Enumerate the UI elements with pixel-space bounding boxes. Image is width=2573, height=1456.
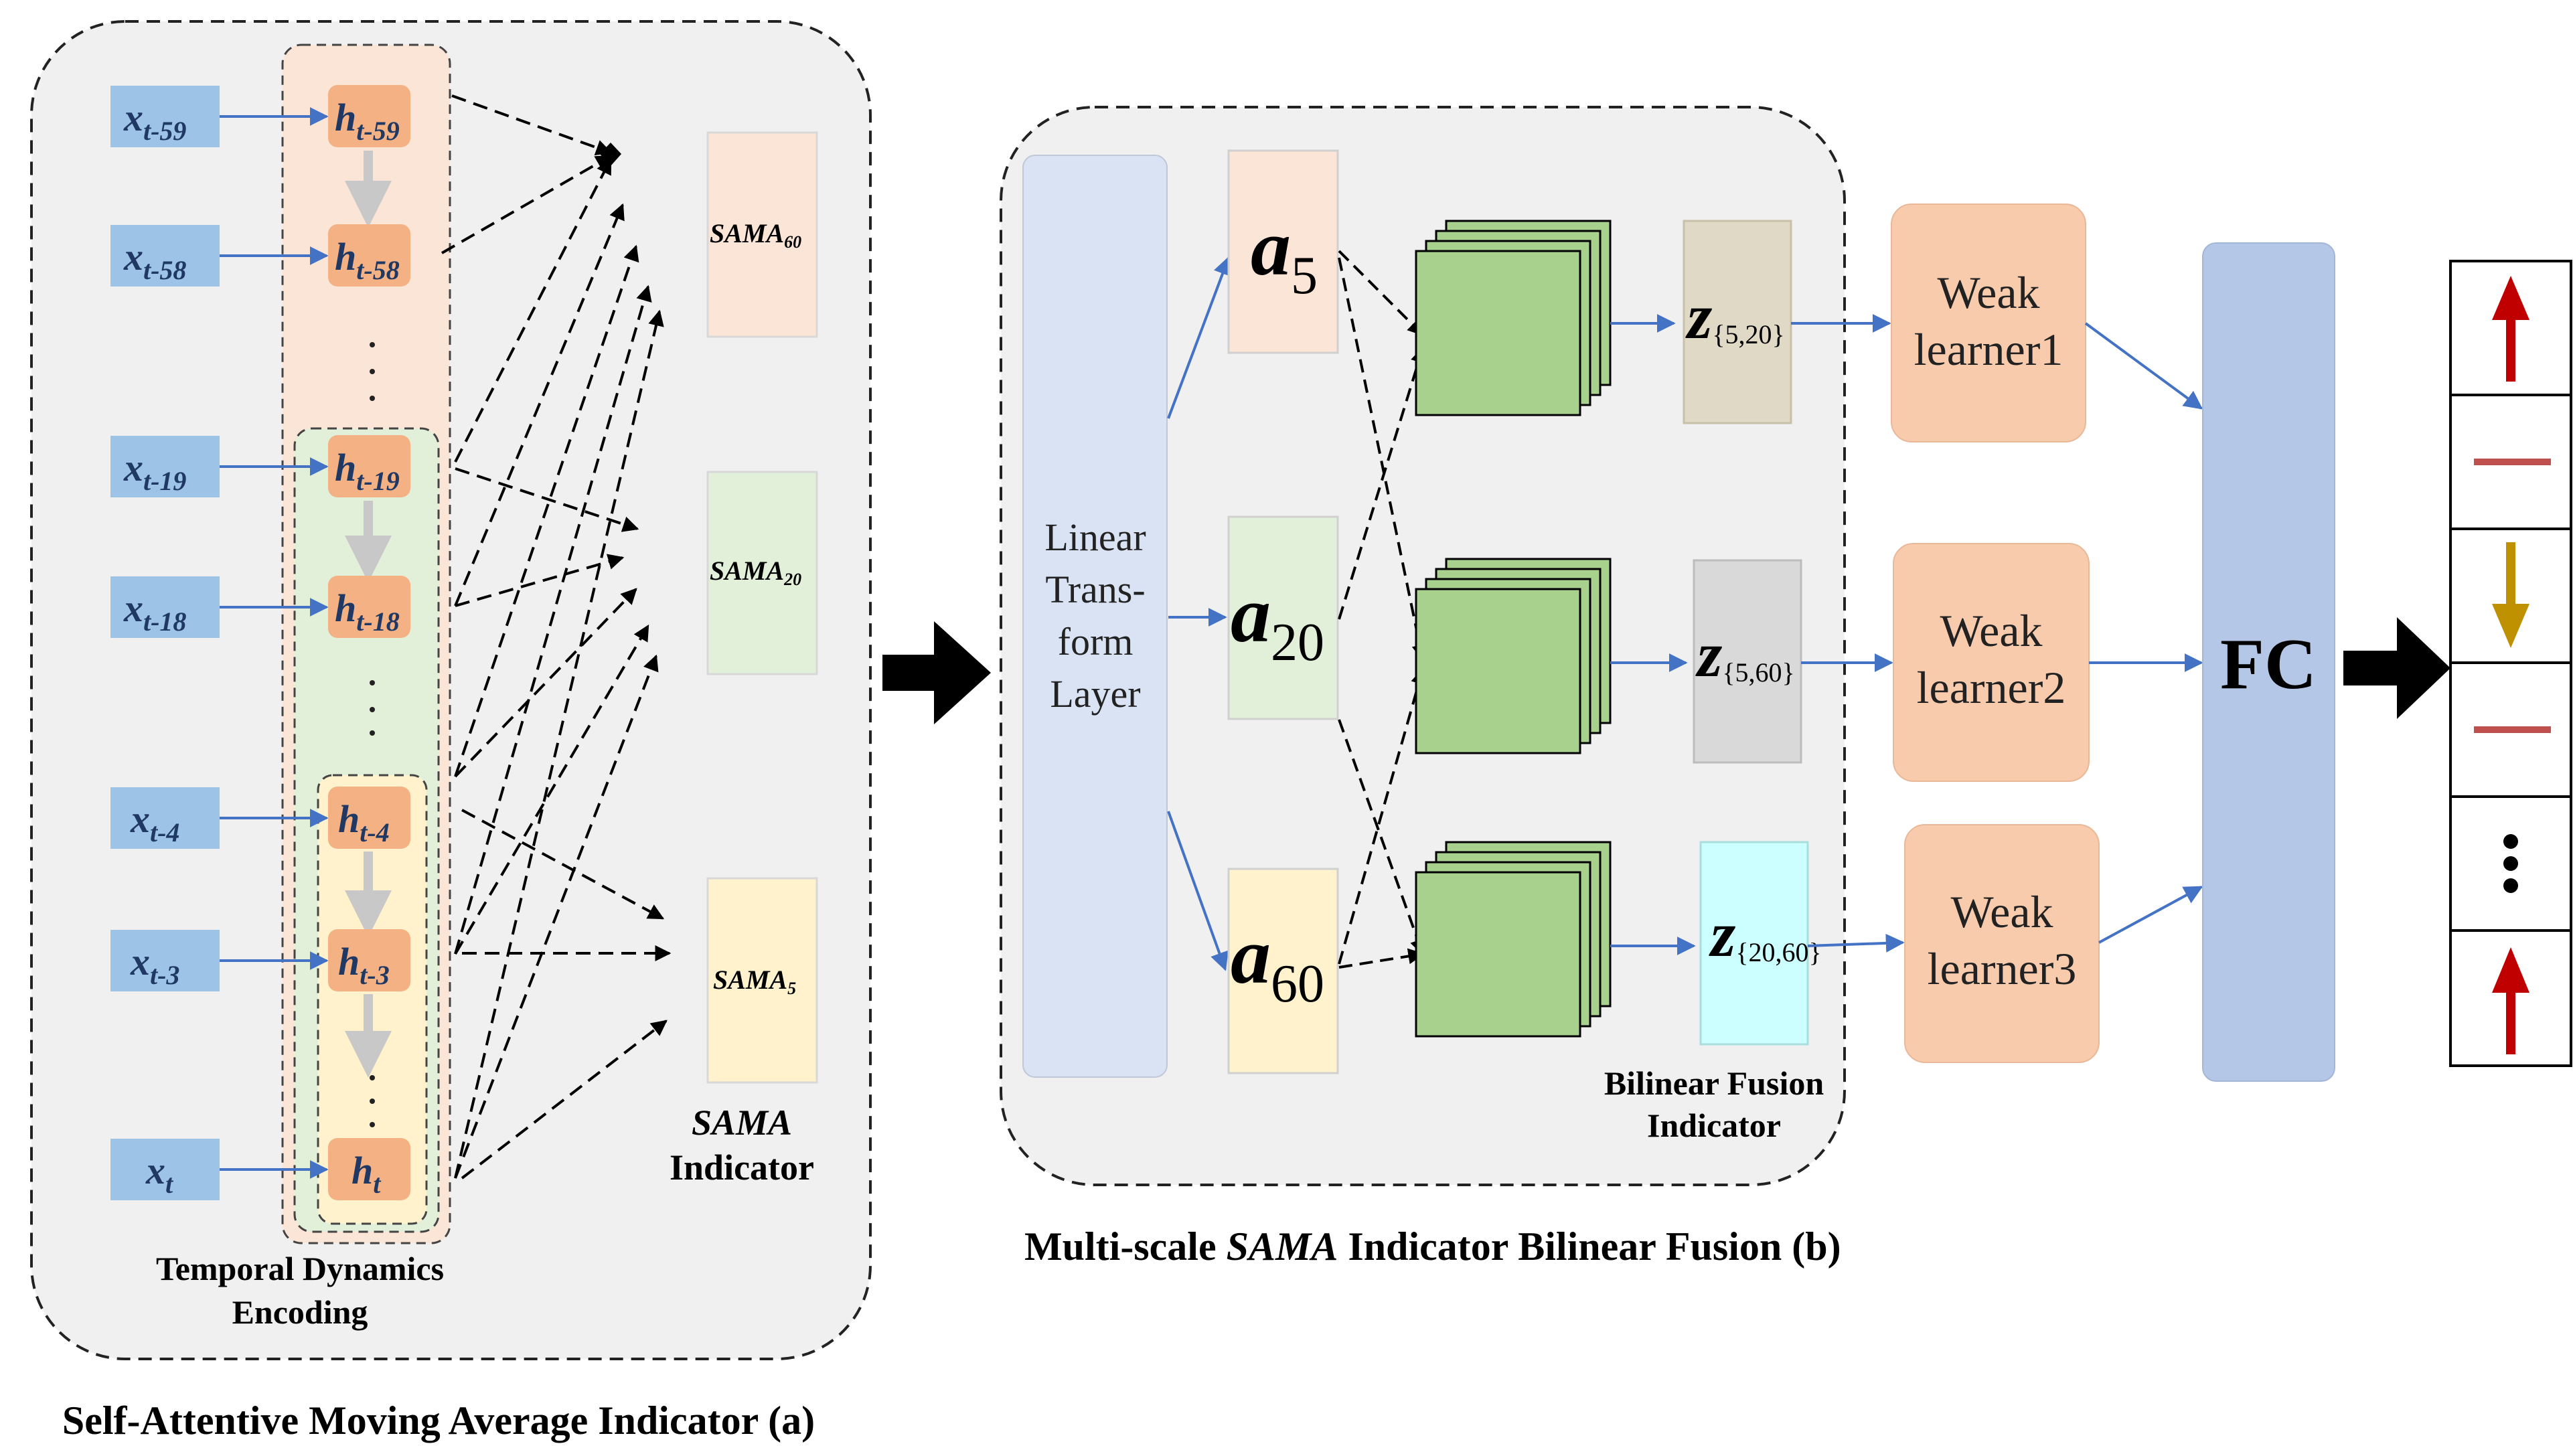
z2-box — [1693, 559, 1802, 764]
fc-layer — [2202, 242, 2335, 1082]
hidden-label: ht-18 — [335, 586, 400, 637]
svg-text:Layer: Layer — [1050, 672, 1140, 716]
a20-box — [1227, 515, 1339, 720]
sama-20-label: SAMA20 — [710, 556, 801, 589]
input-label: xt — [145, 1149, 174, 1199]
weak-learner-3: Weak learner3 — [1904, 824, 2100, 1063]
attention-connectors — [441, 94, 672, 1180]
sama-indicator-label-line1: SAMA — [692, 1103, 792, 1143]
input-label: xt-19 — [123, 446, 186, 496]
svg-text:Weak: Weak — [1937, 267, 2039, 318]
encoding-label-line2: Encoding — [232, 1293, 368, 1331]
fusion-block-1 — [1415, 220, 1612, 416]
encoding-label-line1: Temporal Dynamics — [156, 1250, 444, 1287]
weak-learner-2: Weak learner2 — [1893, 543, 2090, 782]
input-label: xt-3 — [130, 940, 179, 990]
transition-arrow-a-to-b — [882, 621, 991, 724]
fc-label: FC — [2220, 625, 2317, 704]
sama-5-box — [706, 877, 818, 1084]
linear-transform-layer — [1022, 155, 1168, 1078]
fusion-block-3 — [1415, 841, 1612, 1038]
hidden-label: ht — [352, 1149, 382, 1199]
fusion-to-z-arrows — [1610, 314, 1696, 955]
svg-text:learner2: learner2 — [1917, 662, 2066, 713]
linear-to-a-arrows — [1167, 256, 1232, 971]
input-boxes — [110, 86, 220, 1200]
fusion-label-line1: Bilinear Fusion — [1604, 1064, 1824, 1102]
svg-text:Weak: Weak — [1950, 886, 2053, 937]
a60-label: a60 — [1231, 911, 1324, 1014]
transition-arrow-fc-to-output — [2343, 617, 2450, 719]
panel-b-caption: Multi-scale SAMA Indicator Bilinear Fusi… — [1024, 1224, 1841, 1269]
panel-a-caption: Self-Attentive Moving Average Indicator … — [62, 1398, 815, 1443]
vertical-ellipsis-group — [370, 342, 375, 1127]
prediction-column — [2449, 260, 2572, 1067]
down-arrow-icon — [2492, 542, 2529, 648]
up-arrow-icon — [2492, 947, 2529, 1054]
z-to-learner-arrows — [1791, 314, 1905, 953]
input-labels: xt-59 xt-58 xt-19 xt-18 xt-4 xt-3 xt — [123, 96, 186, 1199]
fusion-block-2 — [1415, 558, 1612, 754]
a5-label: a5 — [1251, 203, 1318, 305]
z2-label: z{5,60} — [1695, 619, 1795, 690]
svg-text:learner3: learner3 — [1928, 943, 2077, 994]
up-arrow-icon — [2492, 276, 2529, 382]
hidden-label: ht-58 — [335, 235, 400, 285]
input-label: xt-4 — [130, 797, 179, 847]
weak-learner-1: Weak learner1 — [1891, 204, 2086, 442]
svg-text:Weak: Weak — [1940, 605, 2042, 656]
learner-to-fc-arrows — [2084, 322, 2203, 944]
linear-transform-label: Linear Trans- form Layer — [1044, 515, 1146, 716]
fusion-connectors — [1338, 250, 1428, 969]
hidden-label: ht-19 — [335, 446, 400, 496]
hidden-label: ht-3 — [338, 940, 390, 990]
hidden-boxes — [328, 85, 410, 1200]
sama-indicator-label-line2: Indicator — [670, 1147, 814, 1188]
a5-box — [1227, 149, 1339, 354]
hidden-label: ht-4 — [338, 797, 390, 847]
ellipsis-icon — [2503, 834, 2518, 893]
sama-60-box — [706, 131, 818, 338]
hidden-labels: ht-59 ht-58 ht-19 ht-18 ht-4 ht-3 ht — [335, 96, 400, 1199]
attention-merge-point — [600, 143, 621, 166]
z1-box — [1683, 220, 1792, 424]
input-label: xt-18 — [123, 586, 186, 637]
panel-b: Linear Trans- form Layer a5 a20 a60 — [1000, 106, 1846, 1186]
svg-text:Trans-: Trans- — [1045, 568, 1145, 611]
hidden-label: ht-59 — [335, 96, 400, 146]
z1-label: z{5,20} — [1685, 280, 1785, 352]
svg-text:Linear: Linear — [1044, 515, 1146, 559]
input-label: xt-58 — [123, 235, 186, 285]
panel-a: xt-59 xt-58 xt-19 xt-18 xt-4 xt-3 xt ht-… — [30, 20, 872, 1360]
a60-box — [1227, 868, 1339, 1074]
a20-label: a20 — [1231, 570, 1324, 672]
sama-5-label: SAMA5 — [713, 965, 796, 998]
svg-text:learner1: learner1 — [1914, 324, 2063, 375]
sama-60-label: SAMA60 — [710, 218, 801, 252]
sama-20-box — [706, 471, 818, 675]
svg-text:form: form — [1058, 620, 1134, 663]
fusion-label-line2: Indicator — [1647, 1107, 1781, 1144]
z3-box — [1699, 841, 1809, 1046]
input-arrows — [220, 107, 329, 1179]
z3-label: z{20,60} — [1709, 898, 1822, 970]
input-label: xt-59 — [123, 96, 186, 146]
